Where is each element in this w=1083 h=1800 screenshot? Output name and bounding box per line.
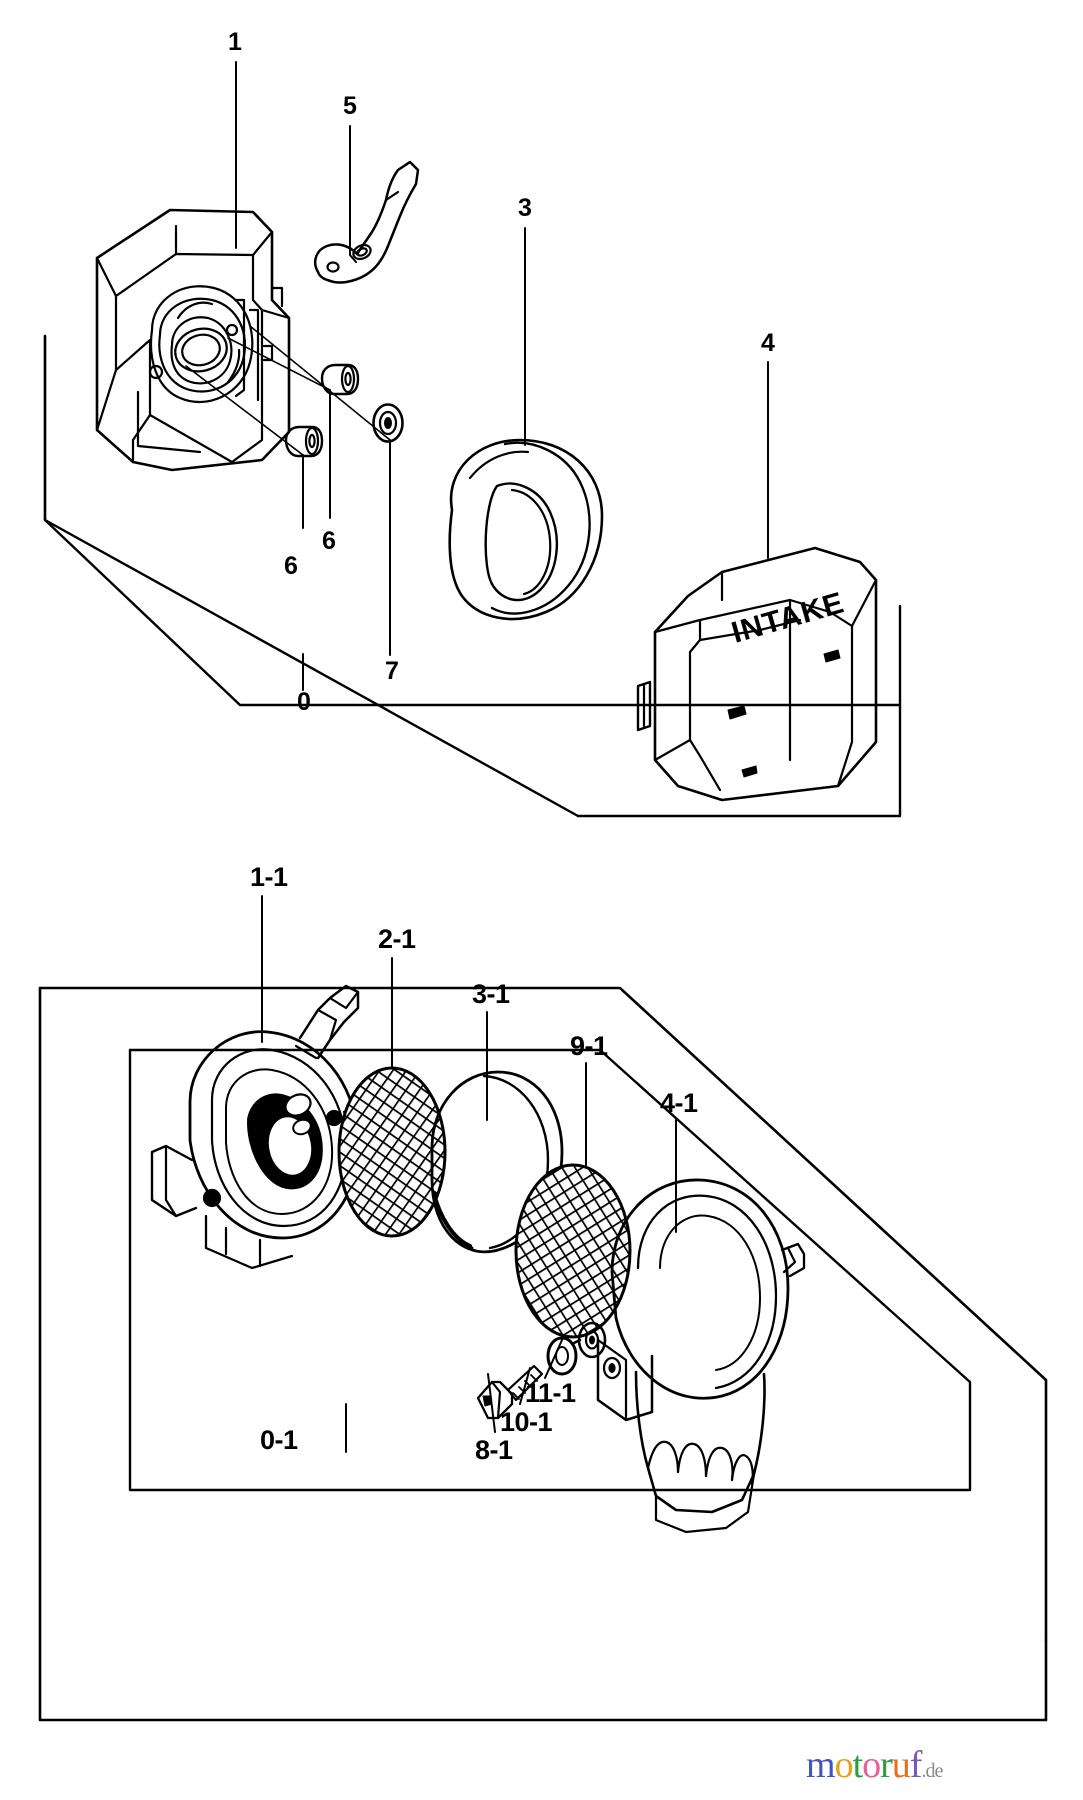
callout-leaders-bottom bbox=[261, 895, 677, 1453]
part-filter-ring-3 bbox=[448, 438, 604, 621]
assembly-lines-top bbox=[185, 325, 391, 456]
motoruf-letter: r bbox=[880, 1744, 893, 1786]
callout-label-8-1: 8-1 bbox=[475, 1435, 513, 1465]
callout-label-0: 0 bbox=[297, 688, 311, 716]
panel-frame-bottom bbox=[38, 986, 1048, 1722]
motoruf-letter: o bbox=[834, 1744, 854, 1786]
part-intake-cover-4 bbox=[636, 546, 878, 802]
part-flat-washer-11-1 bbox=[577, 1321, 607, 1359]
part-backplate-1-1 bbox=[150, 984, 370, 1270]
callout-label-7: 7 bbox=[385, 657, 399, 685]
callout-label-9-1: 9-1 bbox=[570, 1031, 608, 1061]
panel-frame-top bbox=[43, 334, 902, 818]
callout-label-5: 5 bbox=[343, 92, 357, 120]
motoruf-watermark: motoruf.de bbox=[806, 1744, 943, 1786]
part-grommet-6-lower bbox=[284, 425, 324, 458]
callout-label-6-upper: 6 bbox=[322, 527, 336, 555]
motoruf-suffix: .de bbox=[921, 1760, 943, 1782]
callout-label-1-1: 1-1 bbox=[250, 862, 288, 892]
motoruf-letter: o bbox=[862, 1744, 881, 1786]
part-mesh-screen-9-1 bbox=[514, 1163, 632, 1339]
callout-label-4: 4 bbox=[761, 329, 775, 357]
part-bolt-8-1 bbox=[476, 1364, 544, 1420]
callout-leaders-top bbox=[235, 61, 769, 691]
motoruf-letter: t bbox=[852, 1744, 864, 1786]
callout-label-2-1: 2-1 bbox=[378, 924, 416, 954]
callout-label-3: 3 bbox=[518, 194, 532, 222]
callout-label-1: 1 bbox=[228, 28, 242, 56]
callout-label-6-lower: 6 bbox=[284, 552, 298, 580]
motoruf-letter: u bbox=[891, 1744, 911, 1786]
callout-label-3-1: 3-1 bbox=[472, 979, 510, 1009]
part-grommet-6-upper bbox=[320, 363, 360, 396]
callout-label-0-1: 0-1 bbox=[260, 1425, 298, 1455]
part-housing-1 bbox=[95, 208, 291, 472]
motoruf-letter: m bbox=[806, 1744, 836, 1786]
callout-label-11-1: 11-1 bbox=[525, 1378, 576, 1408]
part-cover-4-1 bbox=[596, 1178, 806, 1534]
callout-label-4-1: 4-1 bbox=[660, 1088, 698, 1118]
part-spring-washer-10-1 bbox=[546, 1336, 582, 1376]
motoruf-letter: f bbox=[909, 1744, 923, 1786]
part-choke-lever-5 bbox=[314, 160, 420, 284]
callout-label-10-1: 10-1 bbox=[500, 1407, 553, 1437]
part-mesh-screen-2-1 bbox=[337, 1066, 447, 1238]
part-washer-7 bbox=[372, 403, 404, 443]
